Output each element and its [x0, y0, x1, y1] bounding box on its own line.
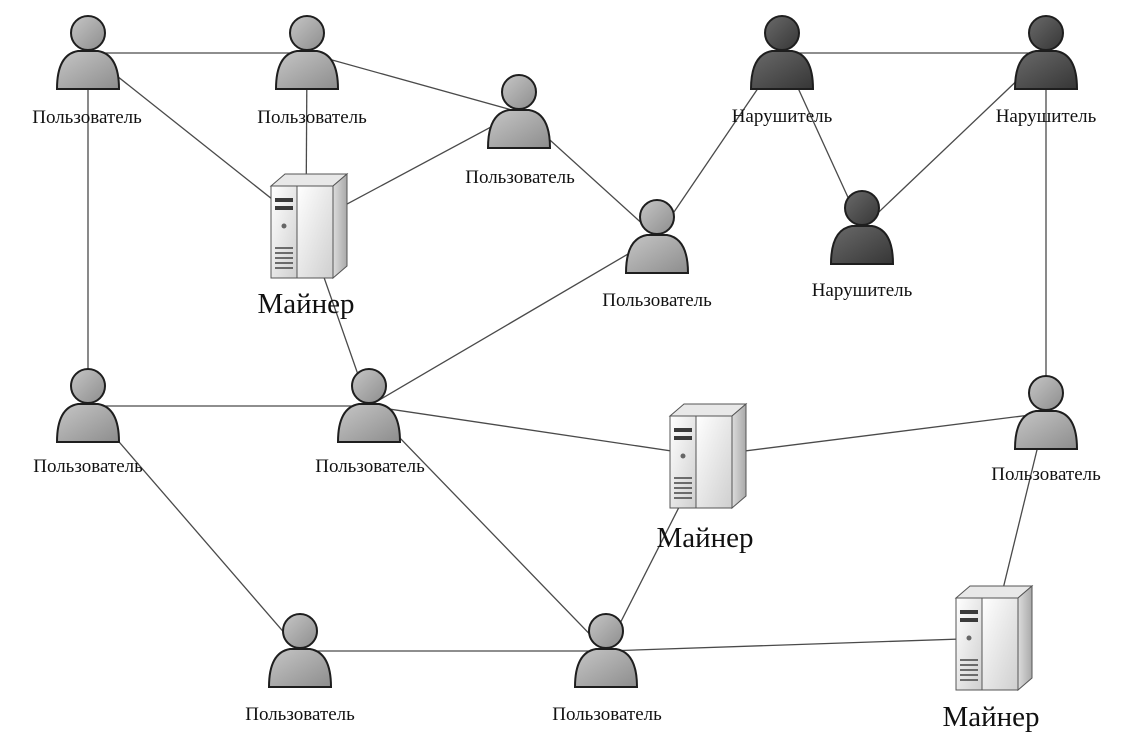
- intruder-icon: [749, 15, 815, 90]
- intruder-node-i2: Нарушитель: [996, 15, 1097, 127]
- miner-label: Майнер: [656, 522, 753, 554]
- user-node-u8: Пользователь: [245, 613, 355, 725]
- user-label: Пользователь: [257, 107, 367, 128]
- user-node-u1: Пользователь: [32, 15, 142, 128]
- user-icon: [336, 368, 402, 443]
- user-node-u2: Пользователь: [257, 15, 367, 128]
- user-label: Пользователь: [33, 456, 143, 477]
- edge-u1-m1: [87, 52, 307, 227]
- user-node-u5: Пользователь: [33, 368, 143, 477]
- user-icon: [624, 199, 690, 274]
- edge-u6-m2: [368, 405, 706, 457]
- user-node-u4: Пользователь: [602, 199, 712, 311]
- miner-label: Майнер: [942, 701, 1039, 733]
- user-label: Пользователь: [315, 456, 425, 477]
- server-icon: [269, 172, 349, 280]
- intruder-node-i3: Нарушитель: [812, 190, 913, 301]
- user-label: Пользователь: [552, 704, 662, 725]
- intruder-node-i1: Нарушитель: [732, 15, 833, 127]
- user-icon: [267, 613, 333, 688]
- miner-label: Майнер: [257, 288, 354, 320]
- intruder-label: Нарушитель: [996, 106, 1097, 127]
- user-icon: [55, 368, 121, 443]
- miner-node-m3: Майнер: [942, 584, 1040, 733]
- server-icon: [954, 584, 1034, 692]
- edge-u2-u3: [306, 52, 520, 113]
- miner-node-m2: Майнер: [656, 402, 754, 554]
- edge-u9-m3: [605, 637, 992, 652]
- user-icon: [274, 15, 340, 90]
- intruder-label: Нарушитель: [812, 280, 913, 301]
- intruder-icon: [829, 190, 895, 265]
- edge-m2-u7: [704, 412, 1047, 457]
- user-icon: [55, 15, 121, 90]
- user-label: Пользователь: [991, 464, 1101, 485]
- miner-node-m1: Майнер: [257, 172, 355, 320]
- server-icon: [668, 402, 748, 510]
- edge-u4-u6: [368, 236, 658, 407]
- user-node-u7: Пользователь: [991, 375, 1101, 485]
- user-label: Пользователь: [245, 704, 355, 725]
- intruder-label: Нарушитель: [732, 106, 833, 127]
- edge-u6-u9: [368, 405, 607, 652]
- edge-u5-u8: [87, 405, 301, 652]
- user-icon: [1013, 375, 1079, 450]
- user-node-u3: Пользователь: [465, 74, 575, 188]
- user-node-u6: Пользователь: [315, 368, 425, 477]
- intruder-icon: [1013, 15, 1079, 90]
- user-icon: [486, 74, 552, 149]
- user-label: Пользователь: [602, 290, 712, 311]
- edges-layer: [87, 52, 1047, 652]
- user-node-u9: Пользователь: [552, 613, 662, 725]
- user-label: Пользователь: [465, 167, 575, 188]
- user-icon: [573, 613, 639, 688]
- user-label: Пользователь: [32, 107, 142, 128]
